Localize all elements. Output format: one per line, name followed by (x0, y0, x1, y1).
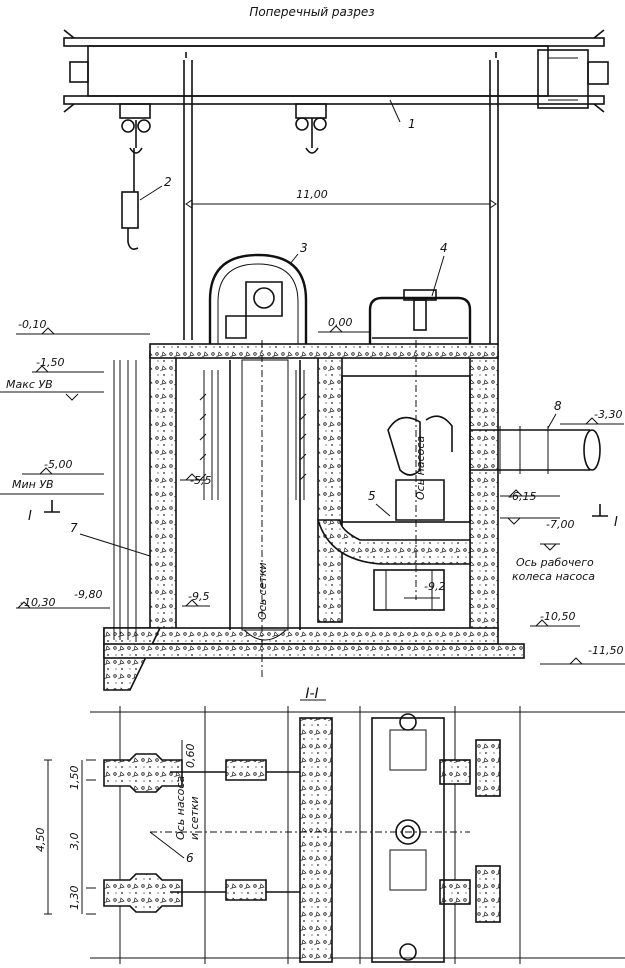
overhead-crane: 1 (63, 29, 609, 131)
axis-impeller-label-2: колеса насоса (512, 570, 595, 583)
el-5-5: -5,5 (190, 474, 211, 487)
elevation-marks: -0,10 0,00 -1,50 Макс УВ -5,00 Мин УВ I … (0, 316, 625, 665)
el-6-15: -6,15 (508, 490, 536, 503)
pump-station-section: Ось сетки Ось насоса 5 8 7 (70, 340, 601, 691)
plan-section-I-I: I-I 6 Ось насоса и сетки (34, 686, 625, 964)
axis-pump-screen-label-2: и сетки (188, 796, 201, 840)
dim-span: 11,00 (296, 188, 328, 201)
axis-pump-screen-label-1: Ось насоса (174, 776, 187, 840)
el-top-left: -0,10 (18, 318, 46, 331)
section-mark-left: I (28, 509, 32, 524)
pump-motor: 4 (368, 241, 472, 352)
hoist-right (295, 103, 327, 154)
drawing-title: Поперечный разрез (249, 5, 374, 19)
plan-dim-1-30: 1,30 (68, 886, 81, 911)
callout-8: 8 (554, 399, 562, 413)
el-min: -5,00 (44, 458, 72, 471)
section-mark-right: I (614, 515, 618, 530)
callout-6: 6 (186, 851, 194, 865)
callout-5: 5 (368, 489, 376, 503)
callout-1: 1 (408, 117, 416, 131)
label-max-uv: Макс УВ (6, 378, 53, 391)
axis-impeller-label-1: Ось рабочего (516, 556, 594, 569)
el-pipe: -3,30 (594, 408, 622, 421)
axis-pump-label: Ось насоса (414, 436, 427, 500)
el-9-80: -9,80 (74, 588, 102, 601)
el-10-50: -10,50 (540, 610, 575, 623)
el-max: -1,50 (36, 356, 64, 369)
callout-3: 3 (300, 241, 308, 255)
axis-screen-label: Ось сетки (256, 562, 269, 620)
callout-4: 4 (440, 241, 448, 255)
el-11-50: -11,50 (588, 644, 623, 657)
el-9-5: -9,5 (188, 590, 209, 603)
lifting-gripper: 2 (121, 148, 172, 250)
callout-7: 7 (70, 521, 78, 535)
el-top-mid: 0,00 (328, 316, 353, 329)
label-min-uv: Мин УВ (12, 478, 54, 491)
el-7-00: -7,00 (546, 518, 574, 531)
el-10-30: -10,30 (20, 596, 55, 609)
plan-dim-1-50: 1,50 (68, 766, 81, 791)
span-dimension: 11,00 (185, 188, 497, 209)
plan-dim-0-60: 0,60 (184, 744, 197, 769)
rotating-screen: 3 (208, 241, 308, 350)
plan-dim-4-50: 4,50 (34, 828, 47, 853)
plan-dim-3-0: 3,0 (68, 833, 81, 851)
section-title: I-I (305, 686, 318, 702)
hoist-left (119, 103, 151, 154)
callout-2: 2 (164, 175, 172, 189)
el-9-2: -9,2 (424, 580, 445, 593)
